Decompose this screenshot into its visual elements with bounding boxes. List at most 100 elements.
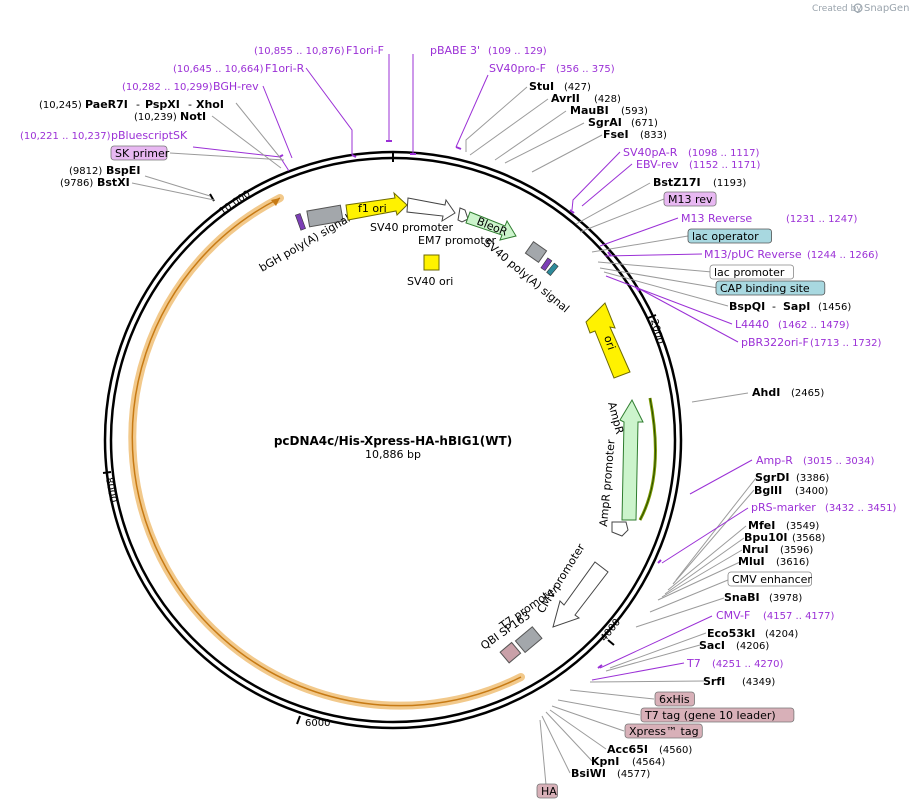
plasmid-size: 10,886 bp	[365, 448, 421, 461]
ebv-rev-pos: (1152 .. 1171)	[689, 160, 761, 171]
f1ori-f-name: F1ori-F	[346, 44, 384, 57]
ori-arrow	[585, 302, 631, 379]
ori-label: ori	[601, 334, 618, 352]
stui-pos: (427)	[564, 82, 591, 93]
bstz17i-pos: (1193)	[713, 178, 746, 189]
amp-r-name: Amp-R	[756, 454, 793, 467]
tick-label-2000: 2000	[648, 318, 665, 345]
bspqi-name: BspQI	[729, 300, 765, 313]
ahdi-name: AhdI	[752, 386, 780, 399]
sv40-promoter-label: SV40 promoter	[370, 221, 454, 234]
sapi-name: SapI	[783, 300, 810, 313]
ampr-promoter-arrow	[611, 521, 629, 537]
snapgene-credit: Created by SnapGene	[812, 3, 910, 14]
bgh-rev-name: BGH-rev	[213, 80, 259, 93]
ahdi-pos: (2465)	[791, 388, 824, 399]
sapi-pos: (1456)	[818, 302, 851, 313]
bgh-polya-label: bGH poly(A) signal	[257, 212, 352, 275]
svg-text:-: -	[188, 98, 192, 111]
avrii-name: AvrII	[551, 92, 580, 105]
pbr322ori-f-pos: (1713 .. 1732)	[810, 338, 882, 349]
maubi-pos: (593)	[621, 106, 648, 117]
lac-promoter-label: lac promoter	[714, 266, 785, 279]
xpress-tag-box: Xpress™ tag	[624, 723, 703, 739]
maubi-name: MauBI	[570, 104, 609, 117]
bsiwi-pos: (4577)	[617, 769, 650, 780]
sv40pa-r-pos: (1098 .. 1117)	[688, 148, 760, 159]
f1ori-r-name: F1ori-R	[265, 62, 305, 75]
bpu10i-pos: (3568)	[792, 533, 825, 544]
sk-primer-label: SK primer	[115, 147, 170, 160]
m13-rev-label: M13 rev	[668, 193, 713, 206]
sgrdi-name: SgrDI	[755, 471, 789, 484]
left-site-labels: (10,245) PaeR7I - PspXI - XhoI (10,239) …	[39, 98, 224, 189]
snabi-pos: (3978)	[769, 593, 802, 604]
ampr-promoter-label: AmpR promoter	[597, 439, 618, 528]
tick-label-8000: 8000	[103, 477, 118, 504]
stui-name: StuI	[529, 80, 554, 93]
m13-puc-reverse-pos: (1244 .. 1266)	[807, 250, 879, 261]
fsei-pos: (833)	[640, 130, 667, 141]
right-labels: StuI(427)AvrII(428)MauBI(593)SgrAI(671)F…	[529, 80, 897, 799]
pbabe-3-pos: (109 .. 129)	[488, 46, 547, 57]
mlui-pos: (3616)	[776, 557, 809, 568]
em7-promoter-label: EM7 promoter	[418, 234, 496, 247]
ha-label: HA	[541, 785, 557, 798]
eco53ki-name: Eco53kI	[707, 627, 755, 640]
sv40pa-r-name: SV40pA-R	[623, 146, 678, 159]
credit-brand: SnapGene	[864, 3, 910, 14]
svg-text:-: -	[136, 98, 140, 111]
bpu10i-name: Bpu10I	[744, 531, 788, 544]
lac-operator-label: lac operator	[692, 230, 759, 243]
ampr-primer-inner	[639, 397, 656, 521]
snapgene-logo-icon	[853, 3, 863, 13]
noti-pos: (10,239)	[134, 112, 177, 123]
insert-arrowhead	[271, 198, 280, 206]
l4440-name: L4440	[735, 318, 769, 331]
l4440-pos: (1462 .. 1479)	[778, 320, 850, 331]
saci-name: SacI	[699, 639, 725, 652]
lac-operator-box: lac operator	[687, 228, 772, 244]
sv40-polya-box	[524, 240, 548, 264]
m13-marker	[546, 262, 559, 276]
cap-binding-site-label: CAP binding site	[720, 282, 810, 295]
qbi-box	[499, 641, 522, 664]
right-connectors	[465, 86, 757, 786]
6xhis-label: 6xHis	[659, 693, 690, 706]
sv40pro-f-pos: (356 .. 375)	[556, 64, 615, 75]
tick-label-6000: 6000	[305, 718, 330, 729]
prs-marker-pos: (3432 .. 3451)	[825, 503, 897, 514]
cmv-f-name: CMV-F	[716, 609, 750, 622]
sv40-promoter-arrow	[406, 197, 456, 223]
sv40-polya-marker	[540, 257, 553, 272]
f1ori-f-pos: (10,855 .. 10,876)	[254, 46, 345, 57]
nrui-name: NruI	[742, 543, 769, 556]
srfi-name: SrfI	[703, 675, 725, 688]
bspei-pos: (9812)	[69, 166, 102, 177]
hbig1-insert-arc	[128, 194, 525, 710]
bstxi-pos: (9786)	[60, 178, 93, 189]
pbluescriptsk-pos: (10,221 .. 10,237)	[20, 131, 111, 142]
cmv-box	[514, 626, 543, 654]
plasmid-name: pcDNA4c/His-Xpress-HA-hBIG1(WT)	[274, 434, 512, 448]
sgrai-name: SgrAI	[588, 116, 622, 129]
cmv-promoter-arrow	[552, 561, 609, 628]
mlui-name: MluI	[738, 555, 765, 568]
m13-puc-reverse-name: M13/pUC Reverse	[704, 248, 802, 261]
sv40-polya-label: SV40 poly(A) signal	[481, 236, 572, 315]
acc65i-pos: (4560)	[659, 745, 692, 756]
m13-reverse-name: M13 Reverse	[681, 212, 752, 225]
cmv-enhancer-box: CMV enhancer	[727, 571, 812, 587]
avrii-pos: (428)	[594, 94, 621, 105]
nrui-pos: (3596)	[780, 545, 813, 556]
hbig1-insert-line	[131, 197, 522, 707]
em7-promoter-arrow	[457, 207, 469, 223]
ampr-label: AmpR	[605, 400, 626, 435]
kpni-name: KpnI	[591, 755, 619, 768]
acc65i-name: Acc65I	[607, 743, 648, 756]
m13-rev-box: M13 rev	[663, 191, 717, 207]
f1-ori-label: f1 ori	[358, 202, 387, 215]
srfi-pos: (4349)	[742, 677, 775, 688]
sv40-ori-box	[423, 254, 440, 271]
